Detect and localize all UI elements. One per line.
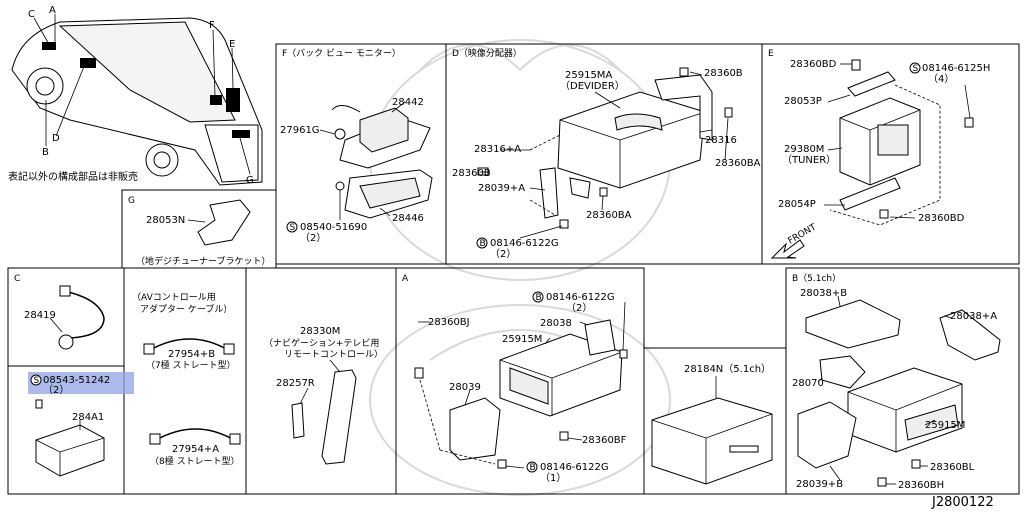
part-27961g: 27961G (280, 125, 320, 136)
part-28054p: 28054P (778, 199, 816, 210)
bolt-08146-6122g-d: 08146-6122G (490, 238, 559, 249)
part-28257r: 28257R (276, 378, 315, 389)
svg-text:S: S (913, 64, 919, 74)
part-28360b-top: 28360B (704, 68, 743, 79)
section-av-title: （AVコントロール用 (132, 292, 216, 303)
bolt-08146-6122g-a1: 08146-6122G (546, 292, 615, 303)
bolt-08146-6125h: 08146-6125H (922, 63, 990, 74)
section-b: B（5.1ch） 28038+B 28038+A 28070 25915M 28… (792, 273, 1001, 491)
part-27954b-sub: （7極 ストレート型） (146, 359, 236, 371)
section-remote: 28330M （ナビゲーション+テレビ用 リモートコントロール） 28257R (264, 326, 383, 465)
part-28360bl: 28360BL (930, 462, 975, 473)
highlight-bolt (28, 372, 134, 394)
vehicle-label-a: A (49, 5, 56, 16)
part-28038a: 28038+A (950, 311, 997, 322)
part-27954a: 27954+A (172, 444, 219, 455)
svg-text:S: S (290, 223, 296, 233)
section-av: （AVコントロール用 アダプター ケーブル） 27954+B （7極 ストレート… (132, 292, 241, 467)
section-a-title: A (402, 274, 409, 284)
vehicle-label-c: C (28, 9, 35, 20)
part-29380m: 29380M (784, 144, 824, 155)
svg-text:B: B (480, 239, 486, 249)
part-28039a: 28039+A (478, 183, 525, 194)
bolt-08146-6122g-a2: 08146-6122G (540, 462, 609, 473)
bolt-08543-51242-qty: （2） (43, 384, 69, 396)
section-d-title: D（映像分配器） (452, 47, 522, 59)
vehicle-label-b: B (42, 147, 49, 158)
section-n: 28184N（5.1ch） (651, 363, 773, 485)
part-28039: 28039 (449, 382, 481, 393)
part-28330m: 28330M (300, 326, 340, 337)
part-28038: 28038 (540, 318, 572, 329)
section-c: C 28419 S 08543-51242 （2） 284A1 (14, 274, 134, 477)
part-28419: 28419 (24, 310, 56, 321)
section-c-title: C (14, 274, 20, 284)
not-sold-note: 表記以外の構成部品は非販売 (8, 170, 138, 183)
svg-text:S: S (34, 376, 40, 386)
part-28316a: 28316+A (474, 144, 521, 155)
vehicle-label-e: E (229, 39, 235, 50)
part-284a1: 284A1 (72, 412, 104, 423)
section-f-title: F（バック ビュー モニター） (282, 48, 401, 59)
part-28070: 28070 (792, 378, 824, 389)
part-28360bj: 28360BJ (428, 317, 470, 328)
section-av-title2: アダプター ケーブル） (140, 303, 232, 315)
section-g-caption: （地デジチューナーブラケット） (136, 255, 270, 267)
part-28039b: 28039+B (796, 479, 843, 490)
part-28360ba-bottom: 28360BA (586, 210, 632, 221)
section-f: F（バック ビュー モニター） 28442 27961G 28446 S 085… (280, 48, 433, 244)
section-e-title: E (768, 49, 774, 59)
section-b-title: B（5.1ch） (792, 273, 841, 284)
part-28360bd-bottom: 28360BD (918, 213, 965, 224)
part-25915m-a: 25915M (502, 334, 542, 345)
part-28360bd-top: 28360BD (790, 59, 837, 70)
part-28330m-sub2: リモートコントロール） (284, 349, 383, 360)
part-27954a-sub: （8極 ストレート型） (150, 455, 240, 467)
section-g-title: G (128, 196, 135, 206)
part-27954b: 27954+B (168, 349, 215, 360)
part-28053n: 28053N (146, 215, 185, 226)
section-e: E 28360BD S 08146-6125H （4） 28053P 29380… (768, 49, 990, 259)
bolt-08146-6122g-a2-qty: （1） (540, 472, 566, 484)
part-25915m-b: 25915M (925, 420, 965, 431)
part-25915ma-sub: （DEVIDER） (560, 80, 625, 92)
part-28330m-sub1: （ナビゲーション+テレビ用 (264, 337, 379, 349)
front-arrow-icon (770, 239, 805, 259)
part-28442: 28442 (392, 97, 424, 108)
part-28360ba-right: 28360BA (715, 158, 761, 169)
vehicle-label-f: F (209, 20, 215, 31)
part-28446: 28446 (392, 213, 424, 224)
part-29380m-sub: （TUNER） (782, 154, 836, 166)
vehicle-label-g: G (246, 175, 254, 186)
diagram-id: J2800122 (931, 495, 994, 510)
section-g: G 28053N （地デジチューナーブラケット） (128, 196, 270, 267)
bolt-08543-51242: 08543-51242 (43, 375, 110, 386)
bolt-08146-6122g-d-qty: （2） (490, 248, 516, 260)
vehicle-overview: C A F E D B G 表記以外の構成部品は非販売 (8, 5, 263, 186)
svg-text:B: B (536, 293, 542, 303)
part-28360b-left: 28360B (452, 168, 491, 179)
svg-text:B: B (530, 463, 536, 473)
part-28360bf: 28360BF (582, 435, 627, 446)
section-d: D（映像分配器） 25915MA （DEVIDER） 28360B 28316+… (452, 47, 761, 260)
part-28053p: 28053P (784, 96, 822, 107)
part-28038b: 28038+B (800, 288, 847, 299)
part-28184n: 28184N（5.1ch） (684, 363, 771, 375)
bolt-08146-6125h-qty: （4） (928, 73, 954, 85)
part-25915ma: 25915MA (565, 70, 612, 81)
bolt-08146-6122g-a1-qty: （2） (566, 302, 592, 314)
part-28316: 28316 (705, 135, 737, 146)
section-a: A 28360BJ 25915M 28038 B 08146-6122G （2）… (402, 274, 628, 484)
bolt-08540-51690: 08540-51690 (300, 222, 367, 233)
vehicle-label-d: D (52, 133, 60, 144)
bolt-08540-51690-qty: （2） (300, 232, 326, 244)
part-28360bh: 28360BH (898, 480, 944, 491)
